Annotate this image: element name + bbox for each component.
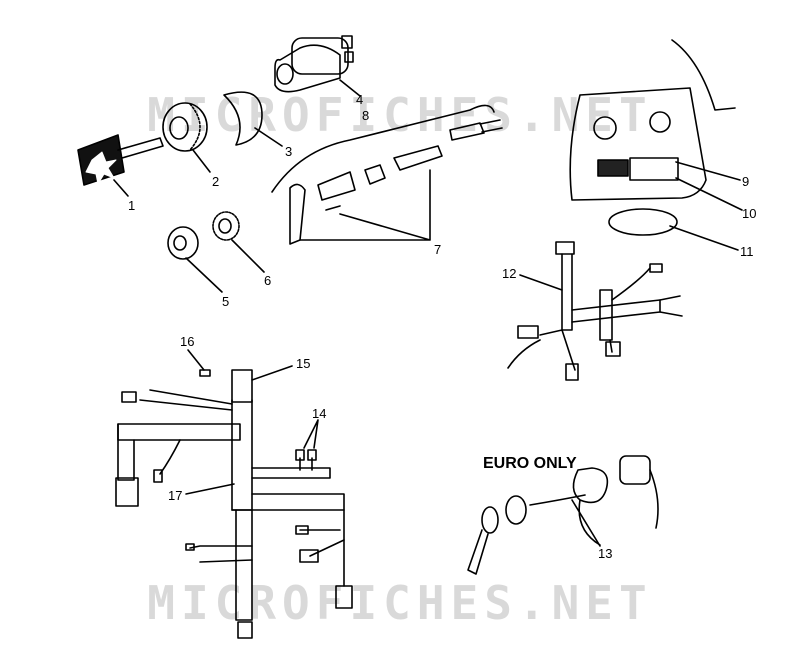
leader-2 (192, 149, 211, 173)
callout-16: 16 (180, 334, 194, 349)
callout-3: 3 (285, 144, 292, 159)
harness-part-12 (507, 241, 683, 381)
leader-4 (339, 79, 361, 97)
leader-16 (187, 349, 205, 371)
callout-7: 7 (434, 242, 441, 257)
callout-8: 8 (362, 108, 369, 123)
leader-11 (669, 225, 739, 251)
leader-1 (113, 179, 129, 197)
key-part-1 (77, 134, 164, 186)
leader-15 (251, 365, 293, 381)
leader-8 (271, 104, 495, 193)
leader-6 (231, 239, 265, 273)
leader-5 (185, 257, 223, 293)
leader-14 (303, 419, 319, 449)
leader-3 (254, 127, 283, 147)
callout-15: 15 (296, 356, 310, 371)
oring-part-11 (608, 208, 678, 236)
callout-5: 5 (222, 294, 229, 309)
leader-10 (675, 177, 743, 211)
leader-7 (299, 169, 431, 241)
leader-17 (185, 483, 235, 495)
callout-6: 6 (264, 273, 271, 288)
watermark-top: MICROFICHES.NET (147, 88, 653, 142)
callout-14: 14 (312, 406, 326, 421)
nut-part-5 (167, 226, 199, 260)
callout-12: 12 (502, 266, 516, 281)
leader-13 (571, 499, 601, 547)
leader-12 (519, 274, 563, 291)
ignition-switch-part-4 (274, 35, 354, 93)
callout-2: 2 (212, 174, 219, 189)
callout-4: 4 (356, 92, 363, 107)
callout-17: 17 (168, 488, 182, 503)
gasket-part-3 (223, 91, 263, 146)
nut-hole (173, 235, 187, 251)
dash-panel-part-9 (569, 39, 736, 201)
switch-assembly-part-7 (289, 119, 503, 245)
lock-washer-part-6 (212, 211, 240, 241)
callout-11: 11 (740, 244, 754, 259)
callout-1: 1 (128, 198, 135, 213)
washer-hole (218, 218, 232, 234)
callout-9: 9 (742, 174, 749, 189)
harness-part-17 (115, 369, 353, 639)
euro-only-label: EURO ONLY (483, 455, 577, 472)
watermark-bottom: MICROFICHES.NET (147, 576, 653, 630)
callout-10: 10 (742, 206, 756, 221)
kill-switch-part-13 (467, 455, 659, 575)
bezel-nut-part-2 (162, 102, 208, 152)
leader-9 (675, 161, 741, 181)
callout-13: 13 (598, 546, 612, 561)
